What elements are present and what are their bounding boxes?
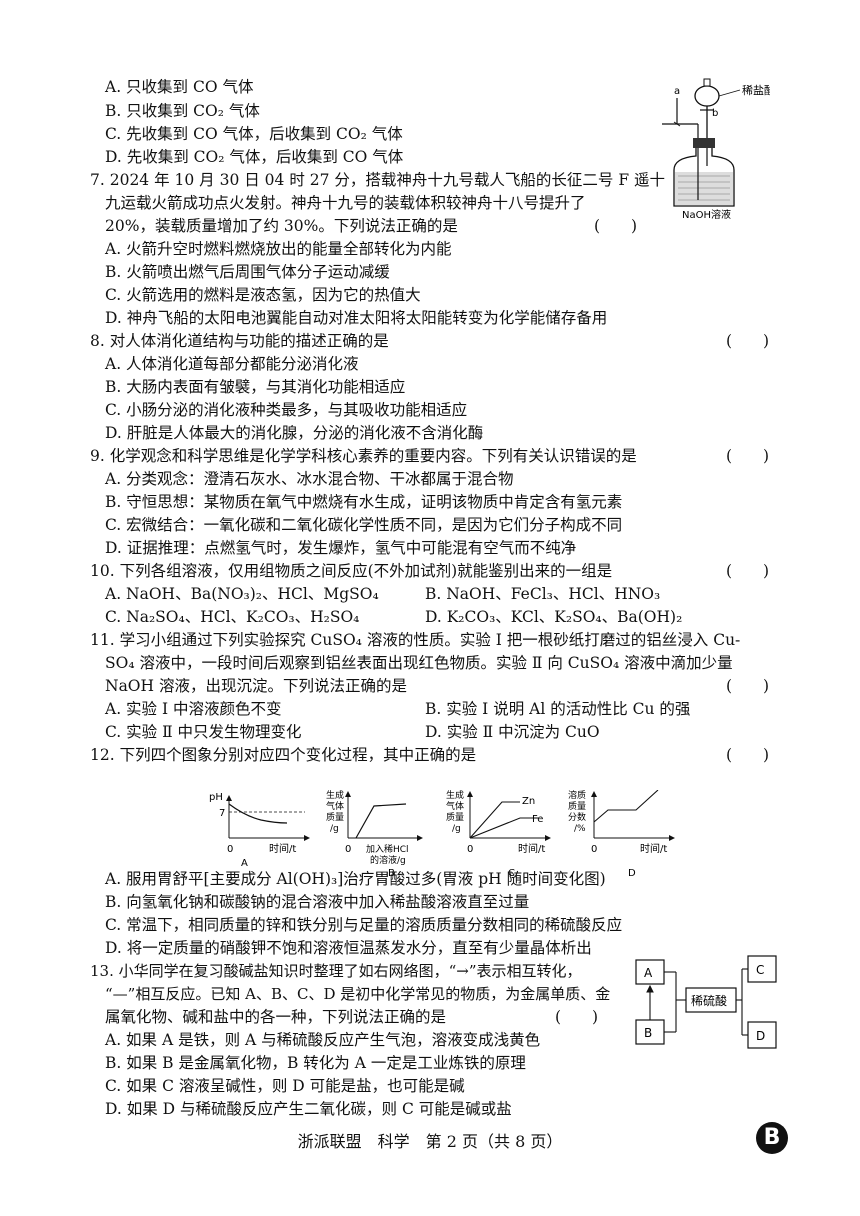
graph-c-ylabel-4: /g — [452, 824, 461, 834]
q7-answer-blank: ( ) — [594, 217, 638, 235]
q6-option-d: D. 先收集到 CO₂ 气体，后收集到 CO 气体 — [105, 148, 404, 166]
graph-b: 生成 气体 质量 /g 0 加入稀HCl 的溶液/g B — [326, 790, 423, 879]
graph-b-origin: 0 — [345, 844, 351, 855]
q7-option-d: D. 神舟飞船的太阳电池翼能自动对准太阳将太阳能转变为化学能储存备用 — [105, 309, 608, 327]
q12-stem: 12. 下列四个图象分别对应四个变化过程，其中正确的是 — [90, 746, 477, 764]
graph-a: pH 7 0 时间/t A — [209, 792, 310, 868]
graph-d-ylabel-3: 分数 — [568, 811, 586, 823]
node-a: A — [644, 966, 653, 980]
graph-d: 溶质 质量 分数 /% 0 时间/t D — [568, 790, 675, 879]
q11-option-c: C. 实验 Ⅱ 中只发生物理变化 — [105, 723, 302, 741]
graph-d-ylabel-4: /% — [574, 824, 586, 834]
graph-a-origin: 0 — [227, 844, 233, 855]
graph-d-ylabel-2: 质量 — [568, 800, 586, 812]
q13-answer-blank: ( ) — [555, 1008, 599, 1026]
q9-option-b: B. 守恒思想：某物质在氧气中燃烧有水生成，证明该物质中肯定含有氢元素 — [105, 493, 623, 511]
q7-stem-line-1: 7. 2024 年 10 月 30 日 04 时 27 分，搭载神舟十九号载人飞… — [90, 171, 666, 189]
graph-c-series-zn: Zn — [522, 796, 535, 807]
graph-c-ylabel-3: 质量 — [446, 811, 464, 823]
q13-stem-line-2: “—”相互反应。已知 A、B、C、D 是初中化学常见的物质，为金属单质、金 — [105, 985, 611, 1003]
q11-stem-line-1: 11. 学习小组通过下列实验探究 CuSO₄ 溶液的性质。实验 Ⅰ 把一根砂纸打… — [90, 631, 741, 649]
q6-option-a: A. 只收集到 CO 气体 — [105, 78, 254, 96]
q13-option-b: B. 如果 B 是金属氧化物，B 转化为 A 一定是工业炼铁的原理 — [105, 1054, 526, 1072]
q6-option-b: B. 只收集到 CO₂ 气体 — [105, 102, 260, 120]
q12-option-d: D. 将一定质量的硝酸钾不饱和溶液恒温蒸发水分，直至有少量晶体析出 — [105, 939, 592, 957]
graph-b-ylabel-2: 气体 — [326, 800, 344, 812]
q7-stem-line-3: 20%，装载质量增加了约 30%。下列说法正确的是 — [105, 217, 458, 235]
graph-b-ylabel-3: 质量 — [326, 811, 344, 823]
graph-b-caption: B — [388, 868, 395, 879]
graph-c-caption: C — [508, 868, 515, 879]
graph-b-ylabel-1: 生成 — [326, 790, 344, 801]
graph-c-ylabel-1: 生成 — [446, 790, 464, 801]
graph-b-xlabel-1: 加入稀HCl — [366, 843, 409, 855]
q12-option-b: B. 向氢氧化钠和碳酸钠的混合溶液中加入稀盐酸溶液直至过量 — [105, 893, 530, 911]
node-b: B — [644, 1026, 652, 1040]
q10-option-c: C. Na₂SO₄、HCl、K₂CO₃、H₂SO₄ — [105, 608, 360, 626]
q13-network-diagram: A B C D 稀硫酸 — [635, 955, 777, 1049]
label-naoh-solution: NaOH溶液 — [682, 208, 731, 220]
q8-option-d: D. 肝脏是人体最大的消化腺，分泌的消化液不含消化酶 — [105, 424, 484, 442]
graph-d-caption: D — [628, 868, 636, 879]
q7-option-b: B. 火箭喷出燃气后周围气体分子运动减缓 — [105, 263, 390, 281]
q10-option-d: D. K₂CO₃、KCl、K₂SO₄、Ba(OH)₂ — [425, 608, 683, 626]
q12-answer-blank: ( ) — [726, 746, 770, 764]
node-dilute-sulfuric-acid: 稀硫酸 — [691, 993, 727, 1008]
page-footer: 浙派联盟 科学 第 2 页（共 8 页） — [297, 1132, 563, 1151]
graph-a-caption: A — [241, 858, 248, 868]
q9-answer-blank: ( ) — [726, 447, 770, 465]
graph-c-ylabel-2: 气体 — [446, 800, 464, 812]
q11-option-b: B. 实验 Ⅰ 说明 Al 的活动性比 Cu 的强 — [425, 700, 691, 718]
graph-c-xlabel: 时间/t — [518, 842, 545, 855]
q8-stem: 8. 对人体消化道结构与功能的描述正确的是 — [90, 332, 389, 350]
gas-collection-apparatus-figure: 稀盐酸 b a NaOH溶液 — [662, 78, 770, 220]
q9-option-a: A. 分类观念：澄清石灰水、冰水混合物、干冰都属于混合物 — [105, 470, 514, 488]
graph-c-series-fe: Fe — [532, 814, 543, 825]
graph-d-origin: 0 — [591, 844, 597, 855]
q13-option-c: C. 如果 C 溶液呈碱性，则 D 可能是盐，也可能是碱 — [105, 1077, 465, 1095]
q11-option-a: A. 实验 Ⅰ 中溶液颜色不变 — [105, 700, 282, 718]
q8-answer-blank: ( ) — [726, 332, 770, 350]
q7-option-a: A. 火箭升空时燃料燃烧放出的能量全部转化为内能 — [105, 240, 452, 258]
q9-option-d: D. 证据推理：点燃氢气时，发生爆炸，氢气中可能混有空气而不纯净 — [105, 539, 577, 557]
q8-option-b: B. 大肠内表面有皱襞，与其消化功能相适应 — [105, 378, 406, 396]
graph-a-xlabel: 时间/t — [269, 842, 296, 855]
q11-stem-line-2: SO₄ 溶液中，一段时间后观察到铝丝表面出现红色物质。实验 Ⅱ 向 CuSO₄ … — [105, 654, 733, 672]
q9-stem: 9. 化学观念和科学思维是化学学科核心素养的重要内容。下列有关认识错误的是 — [90, 447, 637, 465]
q11-stem-line-3: NaOH 溶液，出现沉淀。下列说法正确的是 — [105, 677, 407, 695]
graph-d-xlabel: 时间/t — [640, 842, 667, 855]
label-a: a — [674, 86, 680, 97]
graph-a-tick-7: 7 — [219, 808, 225, 819]
q13-option-d: D. 如果 D 与稀硫酸反应产生二氧化碳，则 C 可能是碱或盐 — [105, 1100, 512, 1118]
q6-option-c: C. 先收集到 CO 气体，后收集到 CO₂ 气体 — [105, 125, 403, 143]
q8-option-c: C. 小肠分泌的消化液种类最多，与其吸收功能相适应 — [105, 401, 468, 419]
graph-c: Zn Fe 生成 气体 质量 /g 0 时间/t C — [446, 790, 551, 879]
q10-stem: 10. 下列各组溶液，仅用组物质之间反应(不外加试剂)就能鉴别出来的一组是 — [90, 562, 613, 580]
label-b: b — [712, 108, 718, 119]
q10-answer-blank: ( ) — [726, 562, 770, 580]
q13-stem-line-3: 属氧化物、碱和盐中的各一种，下列说法正确的是 — [105, 1008, 447, 1026]
graph-b-xlabel-2: 的溶液/g — [370, 854, 406, 866]
q13-stem-line-1: 13. 小华同学在复习酸碱盐知识时整理了如右网络图，“→”表示相互转化， — [90, 962, 582, 980]
q10-option-b: B. NaOH、FeCl₃、HCl、HNO₃ — [425, 585, 661, 603]
q11-option-d: D. 实验 Ⅱ 中沉淀为 CuO — [425, 723, 600, 741]
q8-option-a: A. 人体消化道每部分都能分泌消化液 — [105, 355, 359, 373]
q9-option-c: C. 宏微结合：一氧化碳和二氧化碳化学性质不同，是因为它们分子构成不同 — [105, 516, 623, 534]
q7-stem-line-2: 九运载火箭成功点火发射。神舟十九号的装载体积较神舟十八号提升了 — [105, 194, 586, 212]
node-d: D — [756, 1029, 765, 1043]
graph-c-origin: 0 — [467, 844, 473, 855]
q12-option-c: C. 常温下，相同质量的锌和铁分别与足量的溶质质量分数相同的稀硫酸反应 — [105, 916, 623, 934]
q12-option-a: A. 服用胃舒平[主要成分 Al(OH)₃]治疗胃酸过多(胃液 pH 随时间变化… — [105, 870, 606, 888]
node-c: C — [756, 963, 764, 977]
graph-d-ylabel-1: 溶质 — [568, 790, 586, 801]
label-dilute-hcl: 稀盐酸 — [742, 83, 770, 97]
q11-answer-blank: ( ) — [726, 677, 770, 695]
paper-version-badge: B — [756, 1122, 788, 1154]
q13-option-a: A. 如果 A 是铁，则 A 与稀硫酸反应产生气泡，溶液变成浅黄色 — [105, 1031, 541, 1049]
q10-option-a: A. NaOH、Ba(NO₃)₂、HCl、MgSO₄ — [105, 585, 379, 603]
q7-option-c: C. 火箭选用的燃料是液态氢，因为它的热值大 — [105, 286, 421, 304]
graph-b-ylabel-4: /g — [330, 824, 339, 834]
graph-a-ylabel: pH — [209, 792, 223, 803]
